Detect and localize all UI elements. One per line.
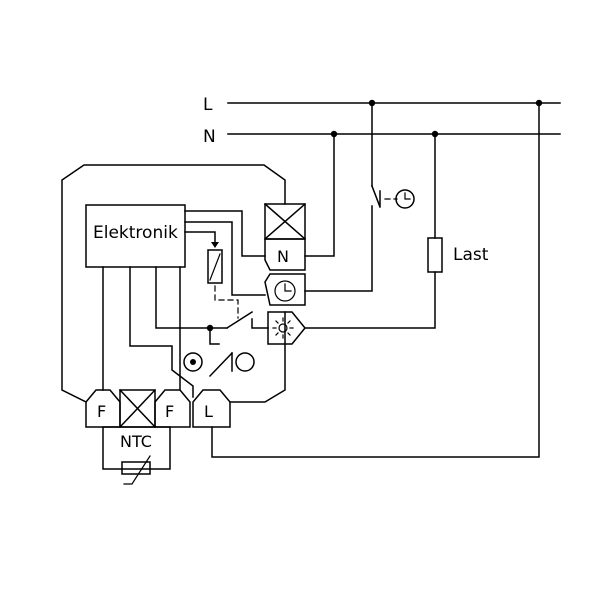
terminal-f2-label: F [165, 402, 174, 421]
wire-load-lamp [304, 271, 436, 329]
terminal-n-label: N [277, 247, 289, 266]
wire-elec-relay [184, 231, 216, 243]
ntc-sensor-box [102, 426, 171, 470]
load-resistor [427, 237, 443, 273]
load-label: Last [453, 245, 489, 265]
electronics-label: Elektronik [93, 223, 178, 243]
push-contact-icon [235, 352, 255, 372]
terminal-clock [264, 273, 306, 306]
label-line-n: N [203, 127, 216, 147]
relay-arrow [211, 242, 219, 248]
relay-linkage [214, 285, 239, 319]
terminal-l-label: L [204, 402, 213, 421]
wire-elec-push [129, 266, 194, 398]
wire-switch-clock-terminal [304, 205, 373, 292]
clock-icon [274, 280, 296, 302]
time-switch-clock-icon [395, 189, 415, 209]
wire-elec-n [184, 210, 266, 257]
relay-switch-blade [225, 310, 254, 330]
lamp-icon [272, 317, 294, 339]
push-button-icon [183, 352, 203, 372]
electronics-block [85, 204, 186, 268]
label-line-l: L [203, 95, 213, 115]
device-housing [61, 164, 286, 404]
relay-coil [207, 249, 223, 284]
terminal-f1-label: F [97, 402, 106, 421]
wire-l-return [211, 102, 540, 458]
ntc-label: NTC [120, 432, 152, 451]
push-switch-blade [208, 351, 234, 378]
terminal-lamp [267, 311, 306, 345]
wire-elec-clock [184, 221, 266, 296]
wire-elec-relay-switch [155, 266, 228, 329]
terminal-l [192, 389, 231, 428]
wire-n-terminal [304, 133, 335, 257]
ntc-resistor [121, 461, 151, 475]
